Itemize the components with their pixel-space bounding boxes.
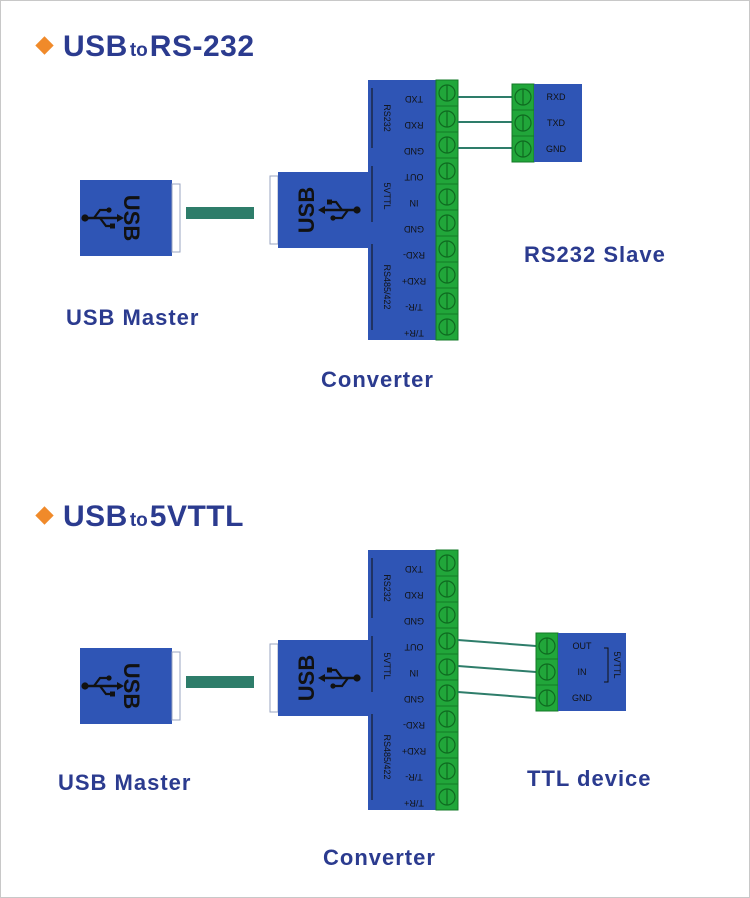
title-usb: USB: [63, 500, 128, 533]
converter-body: [368, 80, 436, 340]
title-to: to: [129, 40, 148, 61]
svg-text:GND: GND: [404, 694, 425, 704]
svg-text:GND: GND: [404, 146, 425, 156]
converter-body: [368, 550, 436, 810]
group-rs232: RS232: [382, 574, 392, 602]
ttl-pin-out: OUT: [573, 641, 593, 651]
converter-pin-labels: TXD RXD GND OUT IN GND RXD- RXD+ T/R- T/…: [402, 94, 426, 338]
group-rs232: RS232: [382, 104, 392, 132]
ttl-pin-gnd: GND: [572, 693, 593, 703]
converter-usb-plug: [270, 640, 368, 716]
ttl-group-label: 5VTTL: [612, 651, 622, 678]
usb-master-plug: [80, 648, 180, 724]
converter-usb-plug: [270, 172, 368, 248]
slave-pin-gnd: GND: [546, 144, 567, 154]
usb-master-plug: [80, 180, 180, 256]
ttl-wires: [457, 639, 537, 699]
svg-text:RXD+: RXD+: [402, 276, 426, 286]
converter-pin-labels: TXD RXD GND OUT IN GND RXD- RXD+ T/R- T/…: [402, 564, 426, 808]
group-rs485: RS485/422: [382, 734, 392, 779]
section1-diagram: RS232 5VTTL RS485/422 TXD RXD GND OUT IN…: [80, 79, 582, 341]
svg-text:RXD: RXD: [404, 120, 424, 130]
converter-caption: Converter: [321, 367, 434, 392]
svg-text:RXD-: RXD-: [403, 250, 425, 260]
slave-pin-txd: TXD: [547, 118, 566, 128]
rs232-wires: [458, 96, 512, 149]
svg-text:GND: GND: [404, 616, 425, 626]
group-5vttl: 5VTTL: [382, 182, 392, 209]
svg-text:RXD+: RXD+: [402, 746, 426, 756]
svg-text:RXD: RXD: [404, 590, 424, 600]
svg-text:T/R-: T/R-: [405, 772, 423, 782]
title-target: RS-232: [149, 30, 255, 63]
section2-title: USB to 5VTTL: [35, 500, 244, 534]
title-usb: USB: [63, 30, 128, 63]
ttl-pin-in: IN: [578, 667, 587, 677]
usb-cable: [186, 676, 254, 688]
svg-text:TXD: TXD: [404, 94, 423, 104]
rs232-slave-caption: RS232 Slave: [524, 242, 666, 267]
svg-text:IN: IN: [410, 198, 419, 208]
title-to: to: [129, 510, 148, 531]
usb-cable: [186, 207, 254, 219]
svg-text:OUT: OUT: [404, 172, 424, 182]
slave-pin-rxd: RXD: [546, 92, 566, 102]
section2-diagram: RS232 5VTTL RS485/422 TXD RXD GND OUT IN…: [80, 549, 626, 811]
ttl-device: OUT IN GND 5VTTL: [535, 632, 626, 712]
svg-text:IN: IN: [410, 668, 419, 678]
converter-terminal-strip: [435, 79, 459, 341]
section1-title: USB to RS-232: [35, 30, 255, 64]
svg-text:OUT: OUT: [404, 642, 424, 652]
svg-text:GND: GND: [404, 224, 425, 234]
rs232-slave-device: RXD TXD GND: [511, 83, 582, 163]
group-rs485: RS485/422: [382, 264, 392, 309]
usb-master-caption: USB Master: [66, 305, 200, 330]
svg-text:T/R-: T/R-: [405, 302, 423, 312]
svg-text:TXD: TXD: [404, 564, 423, 574]
svg-text:T/R+: T/R+: [404, 798, 424, 808]
usb-master-caption: USB Master: [58, 770, 192, 795]
title-target: 5VTTL: [149, 500, 244, 533]
svg-text:RXD-: RXD-: [403, 720, 425, 730]
converter-terminal-strip: [435, 549, 459, 811]
converter-caption: Converter: [323, 845, 436, 870]
group-5vttl: 5VTTL: [382, 652, 392, 679]
ttl-device-caption: TTL device: [527, 766, 652, 791]
svg-text:T/R+: T/R+: [404, 328, 424, 338]
